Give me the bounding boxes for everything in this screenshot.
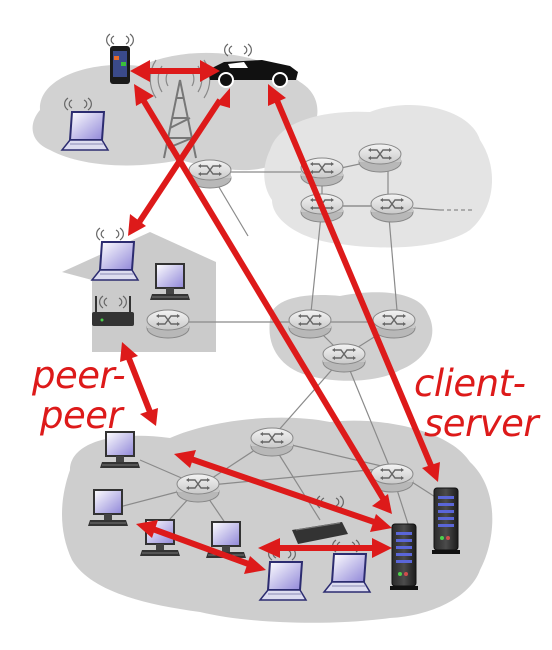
client-server-label-line1: client- <box>414 362 526 405</box>
router-icon <box>372 309 416 339</box>
arrowheads <box>120 60 440 574</box>
router-icon <box>146 309 190 339</box>
server-icon <box>431 487 461 555</box>
client-server-label: client- server <box>406 362 539 445</box>
cell-tower-icon <box>149 59 211 159</box>
peer-peer-label-line2: peer <box>40 394 123 437</box>
wireless-signal-icon <box>96 227 124 241</box>
wireless-router-icon <box>292 522 348 544</box>
router-icon <box>176 473 220 503</box>
router-icon <box>358 143 402 173</box>
peer-peer-label: peer- peer <box>32 354 126 437</box>
home-network-house <box>62 232 216 352</box>
wireless-router-icon <box>92 296 134 326</box>
communication-arrows <box>125 68 435 569</box>
global-isp-cloud <box>264 104 493 248</box>
desktop-computer-icon <box>149 263 191 301</box>
desktop-computer-icon <box>99 431 141 469</box>
mobile-network-cloud <box>32 52 318 171</box>
wireless-signal-icon <box>106 33 134 47</box>
router-icon <box>322 343 366 373</box>
client-server-label-line2: server <box>424 402 539 445</box>
smartphone-icon <box>110 46 130 84</box>
desktop-computer-icon <box>87 489 129 527</box>
router-icon <box>288 309 332 339</box>
server-icon <box>389 523 419 591</box>
router-icon <box>370 193 414 223</box>
car-icon <box>208 60 298 88</box>
router-icon <box>250 427 294 457</box>
peer-peer-label-line1: peer- <box>32 354 126 397</box>
wireless-signal-icon <box>224 43 252 57</box>
